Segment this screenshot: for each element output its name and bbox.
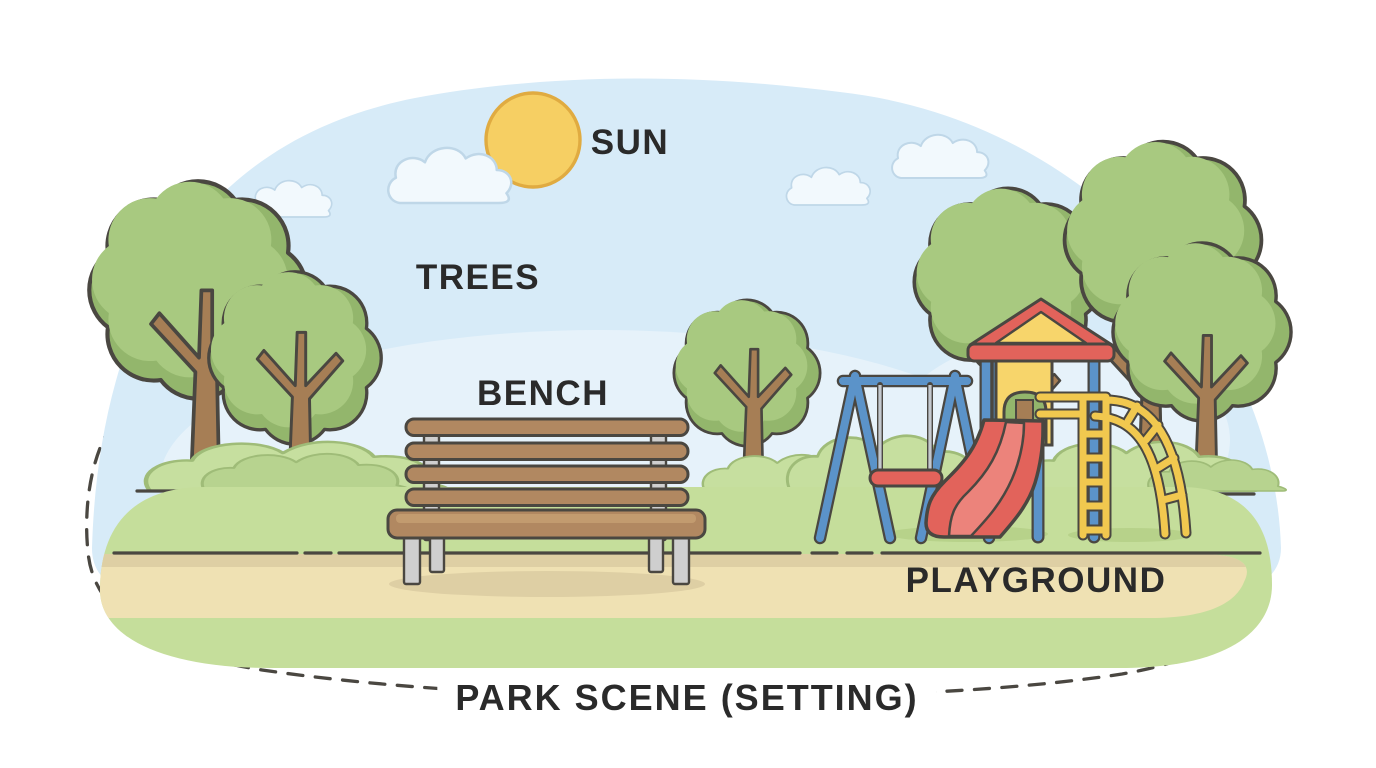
bench-label: BENCH	[477, 374, 609, 413]
swing-seat	[868, 468, 944, 488]
scene-caption: PARK SCENE (SETTING)	[437, 673, 937, 723]
sun-label: SUN	[590, 123, 670, 162]
trees-label: TREES	[415, 258, 541, 297]
bench-shadow	[389, 571, 705, 597]
tower-eave	[966, 342, 1116, 363]
swing-set	[820, 376, 989, 538]
slide	[924, 418, 1045, 539]
sun	[484, 91, 582, 189]
playground-label: PLAYGROUND	[905, 561, 1167, 600]
park-bench	[386, 417, 707, 586]
